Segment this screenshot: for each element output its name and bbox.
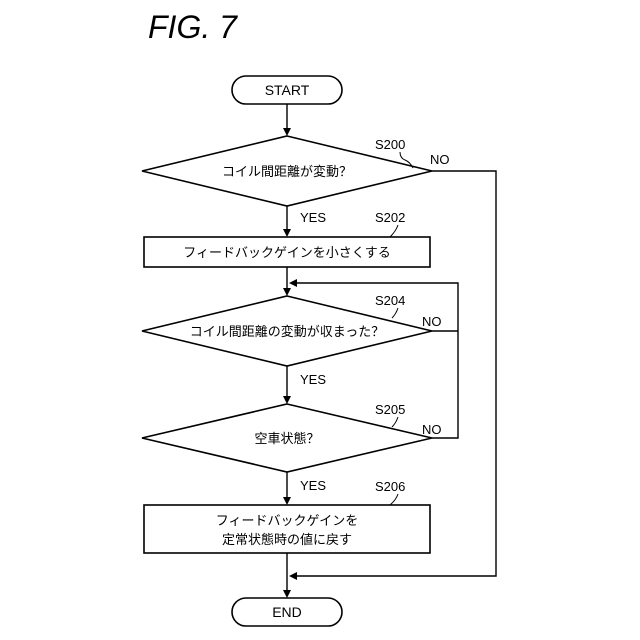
s205-yes-label: YES — [300, 478, 326, 493]
arrowhead — [283, 396, 291, 404]
arrowhead — [283, 590, 291, 598]
s204-no-label: NO — [422, 314, 442, 329]
process-s202: フィードバックゲインを小さくする — [144, 237, 430, 267]
process-s206: フィードバックゲインを 定常状態時の値に戻す — [144, 505, 430, 553]
leader-line — [390, 494, 398, 505]
s205-no-label: NO — [422, 422, 442, 437]
s204-yes-label: YES — [300, 372, 326, 387]
process-s202-text: フィードバックゲインを小さくする — [183, 246, 390, 261]
step-label-s206: S206 — [375, 479, 405, 494]
step-label-s200: S200 — [375, 137, 405, 152]
step-label-s202: S202 — [375, 210, 405, 225]
process-s206-line1: フィードバックゲインを — [216, 514, 358, 529]
step-label-s204: S204 — [375, 293, 405, 308]
arrowhead — [289, 279, 297, 287]
start-terminal: START — [232, 76, 342, 104]
arrowhead — [283, 229, 291, 237]
arrowhead — [283, 288, 291, 296]
arrowhead — [289, 572, 297, 580]
leader-line — [392, 308, 398, 318]
leader-line — [392, 417, 398, 427]
decision-s205-text: 空車状態？ — [254, 431, 319, 447]
arrowhead — [283, 497, 291, 505]
arrowhead — [283, 128, 291, 136]
decision-s204-text: コイル間距離の変動が収まった？ — [190, 324, 384, 340]
leader-line — [390, 225, 398, 237]
s200-yes-label: YES — [300, 210, 326, 225]
figure-title: FIG. 7 — [148, 9, 238, 45]
start-label: START — [265, 82, 310, 98]
step-label-s205: S205 — [375, 402, 405, 417]
s200-no-label: NO — [430, 152, 450, 167]
end-label: END — [272, 604, 302, 620]
decision-s200-text: コイル間距離が変動？ — [222, 164, 352, 180]
end-terminal: END — [232, 598, 342, 626]
process-s206-line2: 定常状態時の値に戻す — [222, 532, 352, 548]
